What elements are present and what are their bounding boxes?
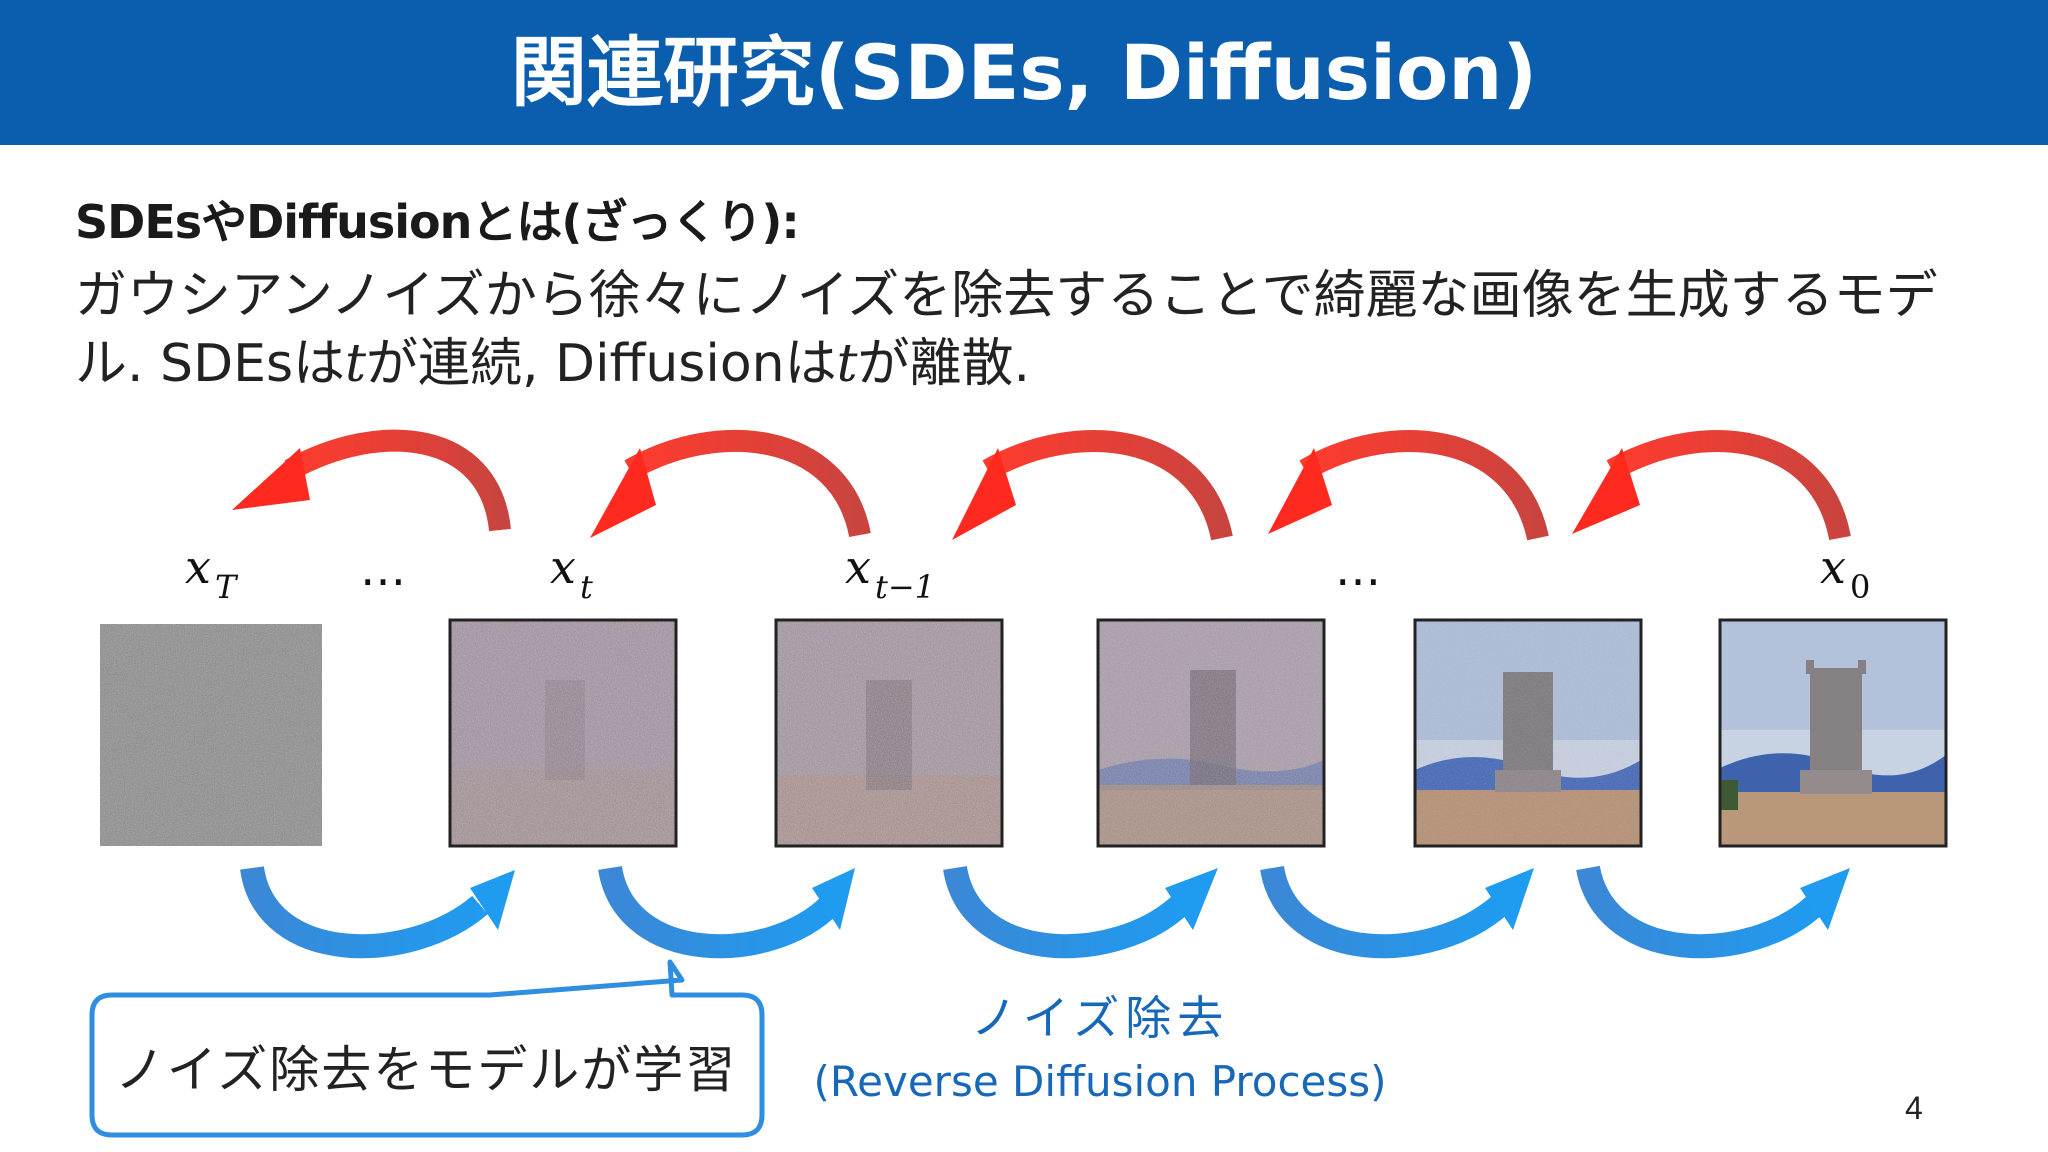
- label-x-t-sub: t: [580, 568, 593, 606]
- image-clean-x0: [1720, 620, 1946, 846]
- label-x-0-sub: 0: [1850, 568, 1870, 606]
- title-bar: 関連研究(SDEs, Diffusion): [0, 0, 2048, 145]
- body-part-3: が離散.: [857, 334, 1031, 394]
- red-arrow-2: [590, 429, 871, 538]
- image-noise-xT: [100, 624, 322, 846]
- caption-english: (Reverse Diffusion Process): [813, 1057, 1387, 1106]
- body-text: ガウシアンノイズから徐々にノイズを除去することで綺麗な画像を生成するモデル. S…: [75, 262, 1995, 398]
- body-part-2: が連続, Diffusionは: [365, 334, 837, 394]
- image-step-4: [1415, 620, 1641, 846]
- label-x-t-1-sub: t−1: [875, 568, 935, 606]
- caption-japanese: ノイズ除去: [970, 991, 1230, 1045]
- ellipsis-1: …: [360, 542, 406, 596]
- slide-title: 関連研究(SDEs, Diffusion): [510, 28, 1538, 117]
- image-step-3-frame: [1096, 618, 1326, 848]
- subheading: SDEsやDiffusionとは(ざっくり):: [75, 195, 800, 249]
- image-step-2-frame: [774, 618, 1004, 848]
- image-step-1-frame: [448, 618, 678, 848]
- label-x-t-base: x: [550, 540, 576, 594]
- blue-arrow-4: [1260, 865, 1534, 959]
- image-step-4-frame: [1413, 618, 1643, 848]
- label-x-T-sub: T: [215, 568, 239, 606]
- blue-arrow-5: [1576, 865, 1850, 959]
- page-number: 4: [1905, 1090, 1923, 1126]
- red-arrow-3: [952, 430, 1233, 541]
- red-arrow-5: [1572, 430, 1851, 541]
- body-part-1: ガウシアンノイズから徐々にノイズを除去することで綺麗な画像を生成するモデル. S…: [75, 266, 1938, 394]
- ellipsis-2: …: [1335, 542, 1381, 596]
- blue-arrow-2: [598, 865, 855, 959]
- variable-t-2: t: [836, 334, 858, 394]
- image-step-2: [776, 620, 1002, 846]
- variable-t-1: t: [345, 334, 366, 394]
- image-clean-x0-frame: [1718, 618, 1948, 848]
- label-x-0-base: x: [1820, 540, 1846, 594]
- blue-arrow-3: [943, 865, 1218, 959]
- red-arrow-4: [1268, 430, 1549, 541]
- image-step-3: [1098, 620, 1324, 846]
- callout-box: [89, 959, 765, 1138]
- label-x-t-1-base: x: [845, 540, 871, 594]
- callout-text: ノイズ除去をモデルが学習: [114, 1041, 738, 1099]
- image-step-1: [450, 620, 676, 846]
- reverse-process-caption: ノイズ除去 (Reverse Diffusion Process): [800, 988, 1400, 1110]
- red-arrow-1: [232, 429, 511, 532]
- label-x-T-base: x: [185, 540, 211, 594]
- blue-arrow-1: [240, 865, 515, 959]
